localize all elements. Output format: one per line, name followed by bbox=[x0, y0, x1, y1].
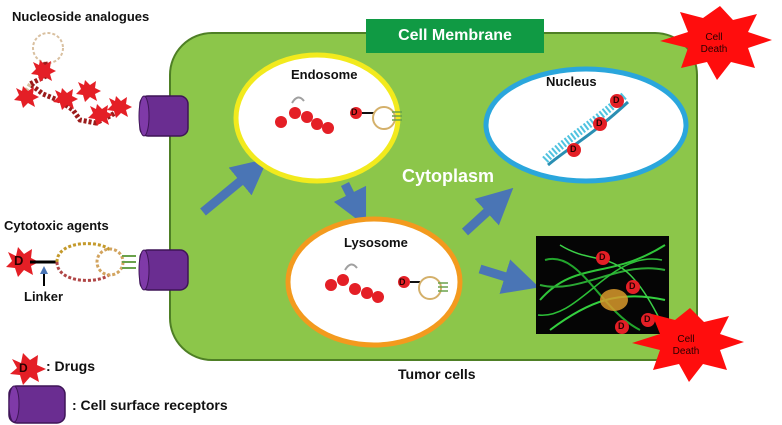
cell-membrane-label: Cell Membrane bbox=[366, 19, 544, 53]
drug-in-nucleus bbox=[567, 143, 581, 157]
arrow-lysosome-to-nucleus bbox=[461, 187, 514, 236]
cell-surface-receptor bbox=[138, 249, 189, 291]
lysosome bbox=[285, 216, 463, 348]
drug-burst bbox=[31, 60, 56, 82]
drug-glyph: D bbox=[618, 321, 625, 331]
arrow-to-endosome bbox=[200, 158, 268, 216]
endosome-aptamer-conjugate bbox=[275, 96, 402, 134]
drug-glyph: D bbox=[596, 118, 603, 128]
cell-death-burst-top bbox=[660, 6, 772, 80]
lysosome-label: Lysosome bbox=[344, 235, 408, 250]
drug-burst bbox=[88, 104, 113, 126]
cytotoxic-drug-burst bbox=[6, 247, 39, 277]
drug-in-nucleus bbox=[610, 94, 624, 108]
legend-receptor-icon bbox=[8, 385, 66, 424]
legend-receptors-label: : Cell surface receptors bbox=[72, 397, 228, 413]
cell-death-burst-bottom bbox=[632, 308, 744, 382]
drug-burst bbox=[107, 96, 132, 118]
cytoplasm-label: Cytoplasm bbox=[402, 166, 495, 186]
cell-surface-receptor bbox=[138, 95, 189, 137]
legend-drug-icon bbox=[10, 353, 46, 385]
drug-burst bbox=[53, 88, 78, 110]
drug-glyph: D bbox=[570, 144, 577, 154]
dna-helix bbox=[542, 91, 630, 167]
drug-glyph: D bbox=[613, 95, 620, 105]
drug-glyph: D bbox=[399, 277, 406, 287]
endosome-label: Endosome bbox=[291, 67, 358, 82]
drug-glyph: D bbox=[629, 281, 636, 291]
tumor-cell-micrograph bbox=[536, 236, 669, 334]
drug-burst bbox=[76, 80, 101, 102]
legend-drugs-label: : Drugs bbox=[46, 358, 95, 374]
cell-death-bottom-label: Cell Death bbox=[672, 334, 700, 357]
linker-label: Linker bbox=[24, 289, 64, 304]
lysosome-aptamer-conjugate bbox=[325, 263, 448, 303]
drug-glyph: D bbox=[599, 252, 606, 262]
aptamer-strand bbox=[55, 242, 136, 282]
nucleoside-analogues-label: Nucleoside analogues bbox=[12, 9, 150, 24]
arrow-lysosome-to-micrograph bbox=[478, 259, 540, 294]
drug-glyph: D bbox=[644, 314, 651, 324]
cell-death-top-label: Cell Death bbox=[700, 32, 728, 55]
tumor-cells-label: Tumor cells bbox=[398, 366, 476, 382]
drug-in-nucleus bbox=[593, 117, 607, 131]
drug-glyph: D bbox=[19, 361, 28, 375]
drug-glyph: D bbox=[351, 107, 358, 117]
drug-glyph: D bbox=[14, 253, 24, 268]
drug-burst bbox=[14, 86, 39, 108]
arrow-endosome-to-lysosome bbox=[333, 181, 367, 227]
cytotoxic-agents-label: Cytotoxic agents bbox=[4, 218, 109, 233]
nucleus-label: Nucleus bbox=[546, 74, 597, 89]
